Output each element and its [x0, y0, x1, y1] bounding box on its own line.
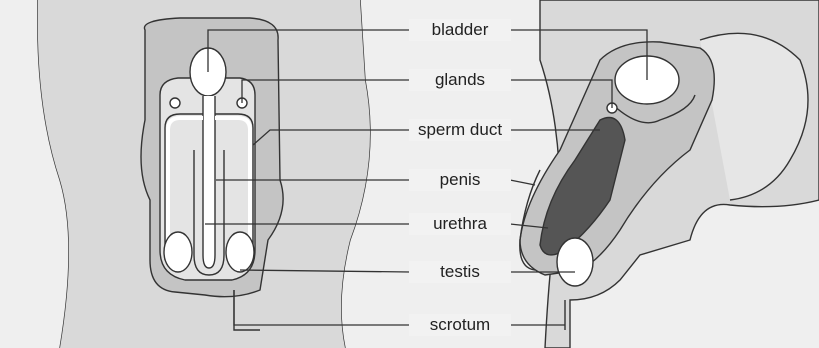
label-sperm-duct: sperm duct — [409, 119, 511, 141]
front-testis-left — [164, 232, 192, 272]
label-scrotum: scrotum — [409, 314, 511, 336]
front-urethra — [203, 96, 215, 268]
front-gland-left — [170, 98, 180, 108]
front-testis-right — [226, 232, 254, 272]
label-testis: testis — [409, 261, 511, 283]
label-penis: penis — [409, 169, 511, 191]
side-testis — [557, 238, 593, 286]
label-bladder: bladder — [409, 19, 511, 41]
label-urethra: urethra — [409, 213, 511, 235]
label-glands: glands — [409, 69, 511, 91]
front-view — [38, 0, 370, 348]
